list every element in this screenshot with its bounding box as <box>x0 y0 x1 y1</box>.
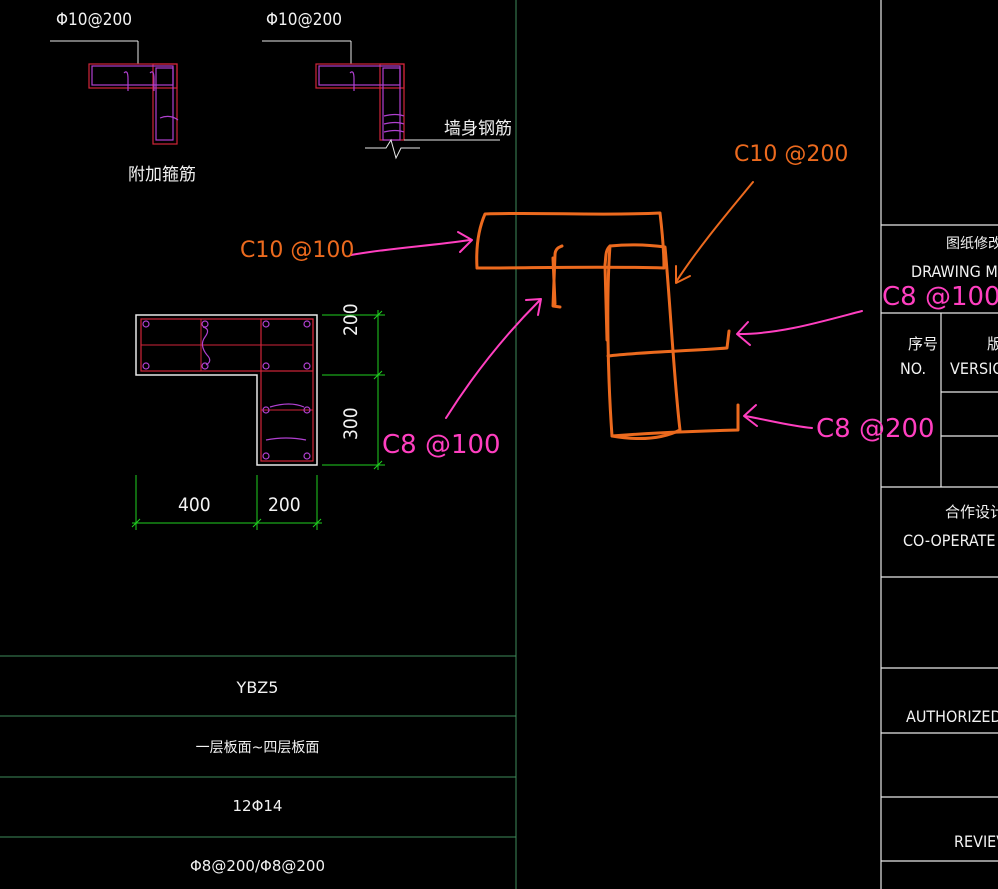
dim-bottom-200: 200 <box>268 494 301 516</box>
dim-bottom-400: 400 <box>178 494 211 516</box>
label-c8-200: C8 @200 <box>816 414 935 444</box>
annotation-arrow-c10-200 <box>675 181 754 284</box>
table-row-floors: 一层板面~四层板面 <box>195 740 320 756</box>
table-row-id: YBZ5 <box>236 678 279 697</box>
label-c8-100-top: C8 @100 <box>882 282 998 312</box>
tb-authorized: AUTHORIZED <box>906 707 998 726</box>
dim-right-300: 300 <box>340 407 362 440</box>
tb-review: REVIEV <box>954 832 998 851</box>
tb-version-cn: 版 <box>987 335 998 353</box>
detail-b-label: 墙身钢筋 <box>444 119 512 139</box>
detail-wall-rebar <box>262 40 500 160</box>
table-row-longitudinal: 12Φ14 <box>232 797 283 815</box>
tb-no-en: NO. <box>900 359 927 378</box>
dim-right-200: 200 <box>340 303 362 336</box>
label-c10-100: C10 @100 <box>240 238 355 263</box>
label-c10-200: C10 @200 <box>734 142 849 167</box>
table-row-stirrups: Φ8@200/Φ8@200 <box>189 857 325 875</box>
column-section <box>131 310 385 530</box>
title-block-lines <box>880 0 998 889</box>
detail-b-spec: Φ10@200 <box>266 10 342 30</box>
tb-coop-en: CO-OPERATE <box>903 531 996 550</box>
label-c8-100-left: C8 @100 <box>382 430 501 460</box>
annotation-arrows <box>350 231 863 429</box>
tb-no-cn: 序号 <box>908 335 939 353</box>
frame-lines <box>0 0 517 889</box>
tb-revision-en: DRAWING MO <box>911 262 998 281</box>
tb-version-en: VERSIO <box>950 359 998 378</box>
detail-additional-stirrup <box>50 40 179 145</box>
tb-revision-cn: 图纸修改记 <box>946 236 998 252</box>
detail-a-caption: 附加箍筋 <box>128 165 196 185</box>
tb-coop-cn: 合作设计单 <box>945 503 998 521</box>
detail-a-spec: Φ10@200 <box>56 10 132 30</box>
hand-sketch <box>475 211 740 440</box>
